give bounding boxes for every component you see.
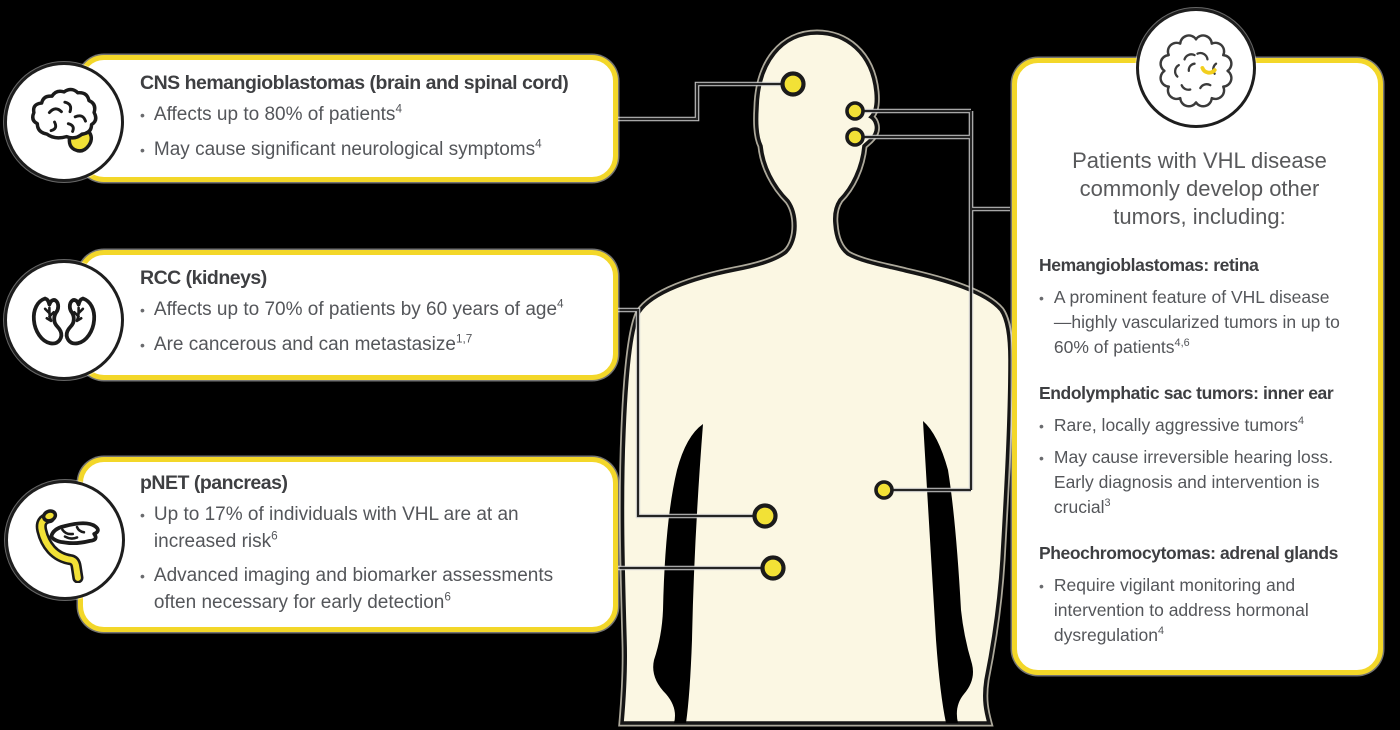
- bullet-text: Up to 17% of individuals with VHL are at…: [153, 504, 519, 552]
- bullet-text: Rare, locally aggressive tumors4: [1053, 415, 1305, 436]
- bullet-dot: •: [140, 568, 145, 585]
- reference-superscript: 4: [1158, 625, 1165, 638]
- bullet-dot: •: [1039, 449, 1044, 466]
- marker-dot-pancreas: [760, 555, 786, 581]
- connector-cns: [618, 82, 783, 121]
- bullet-text: Require vigilant monitoring and interven…: [1053, 575, 1309, 646]
- callout-cns-title: CNS hemangioblastomas (brain and spinal …: [140, 72, 569, 94]
- reference-superscript: 1,7: [455, 332, 473, 346]
- marker-dot-inner-ear: [845, 127, 865, 147]
- bullet-item: • Up to 17% of individuals with VHL are …: [140, 502, 603, 555]
- connector-rcc: [618, 308, 753, 518]
- reference-superscript: 6: [444, 590, 451, 604]
- callout-rcc-title: RCC (kidneys): [140, 267, 267, 289]
- reference-superscript: 4,6: [1174, 336, 1190, 349]
- tumor-icon: [1159, 34, 1233, 108]
- reference-superscript: 4: [395, 102, 402, 116]
- bullet-dot: •: [1039, 578, 1044, 595]
- section-inner-ear-bullets: • Rare, locally aggressive tumors4 • May…: [1039, 413, 1360, 519]
- reference-superscript: 4: [535, 137, 542, 151]
- connector-lines: [618, 81, 1010, 571]
- section-adrenal-bullets: • Require vigilant monitoring and interv…: [1039, 573, 1360, 648]
- section-retina-bullets: • A prominent feature of VHL disease—hig…: [1039, 285, 1360, 360]
- reference-superscript: 4: [557, 297, 564, 311]
- bullet-text: May cause significant neurological sympt…: [153, 137, 542, 160]
- callout-pnet-title: pNET (pancreas): [140, 472, 288, 494]
- section-title-adrenal: Pheochromocytomas: adrenal glands: [1039, 543, 1338, 564]
- bullet-item: • A prominent feature of VHL disease—hig…: [1039, 285, 1360, 360]
- bullet-item: • May cause significant neurological sym…: [140, 137, 603, 164]
- bullet-dot: •: [140, 302, 145, 318]
- bullet-dot: •: [140, 107, 145, 123]
- side-panel: Patients with VHL disease commonly devel…: [1012, 58, 1383, 675]
- callout-rcc-bullets: • Affects up to 70% of patients by 60 ye…: [140, 297, 603, 358]
- section-title-inner-ear: Endolymphatic sac tumors: inner ear: [1039, 383, 1334, 404]
- bullet-text: Advanced imaging and biomarker assessmen…: [153, 565, 554, 613]
- reference-superscript: 3: [1104, 496, 1111, 509]
- callout-cns: CNS hemangioblastomas (brain and spinal …: [78, 55, 618, 182]
- marker-dot-brain: [780, 71, 806, 97]
- bullet-dot: •: [140, 141, 145, 158]
- bullet-dot: •: [1039, 418, 1044, 435]
- side-panel-icon-badge: [1136, 8, 1256, 128]
- bullet-text: A prominent feature of VHL disease—highl…: [1053, 286, 1340, 357]
- section-title-retina: Hemangioblastomas: retina: [1039, 254, 1259, 275]
- bullet-text: May cause irreversible hearing loss. Ear…: [1053, 446, 1334, 517]
- bullet-dot: •: [140, 336, 145, 353]
- right-arm-gap: [923, 421, 973, 723]
- callout-pnet: pNET (pancreas) • Up to 17% of individua…: [78, 457, 618, 632]
- bullet-text: Are cancerous and can metastasize1,7: [153, 332, 473, 355]
- cns-icon-badge: [4, 62, 124, 182]
- marker-dots: [752, 71, 894, 581]
- bullet-item: • Require vigilant monitoring and interv…: [1039, 573, 1360, 648]
- left-arm-gap: [653, 424, 703, 723]
- marker-dot-adrenal: [874, 480, 894, 500]
- reference-superscript: 6: [271, 529, 278, 543]
- rcc-icon-badge: [4, 260, 124, 380]
- body-silhouette: [618, 29, 1014, 727]
- side-panel-heading: Patients with VHL disease commonly devel…: [1072, 148, 1327, 229]
- bullet-text: Affects up to 70% of patients by 60 year…: [153, 297, 564, 320]
- bullet-item: • May cause irreversible hearing loss. E…: [1039, 445, 1360, 520]
- bullet-item: • Affects up to 80% of patients4: [140, 102, 603, 129]
- callout-cns-bullets: • Affects up to 80% of patients4 • May c…: [140, 102, 603, 163]
- callout-pnet-bullets: • Up to 17% of individuals with VHL are …: [140, 502, 603, 616]
- pnet-icon-badge: [5, 480, 125, 600]
- marker-dot-kidney: [752, 503, 778, 529]
- bullet-dot: •: [1039, 289, 1044, 306]
- bullet-item: • Are cancerous and can metastasize1,7: [140, 332, 603, 359]
- bullet-item: • Advanced imaging and biomarker assessm…: [140, 563, 603, 616]
- bullet-text: Affects up to 80% of patients4: [153, 102, 402, 125]
- bullet-item: • Rare, locally aggressive tumors4: [1039, 413, 1360, 440]
- body-shape: [620, 31, 1012, 725]
- reference-superscript: 4: [1298, 415, 1305, 428]
- bullet-item: • Affects up to 70% of patients by 60 ye…: [140, 297, 603, 324]
- bullet-dot: •: [140, 507, 145, 523]
- kidneys-icon: [31, 296, 97, 346]
- pancreas-icon: [35, 509, 100, 583]
- brain-icon: [31, 87, 98, 153]
- callout-rcc: RCC (kidneys) • Affects up to 70% of pat…: [78, 250, 618, 380]
- marker-dot-retina: [845, 101, 865, 121]
